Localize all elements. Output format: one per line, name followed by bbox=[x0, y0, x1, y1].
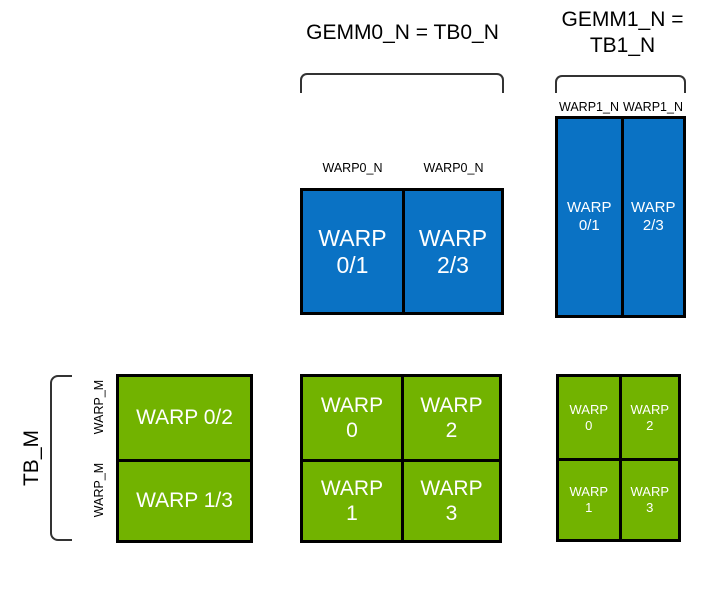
tb-m-span-bracket bbox=[50, 375, 72, 541]
gemm0-warp-cell-2: WARP 2 bbox=[401, 377, 499, 459]
gemm1-accumulator-block: WARP 0/1 WARP 2/3 bbox=[555, 116, 686, 318]
gemm0-acc-cell-warp23: WARP 2/3 bbox=[402, 191, 501, 312]
gemm0-warp-cell-0: WARP 0 bbox=[303, 377, 401, 459]
warp-m-label-top: WARP_M bbox=[92, 379, 106, 435]
gemm0-accumulator-block: WARP 0/1 WARP 2/3 bbox=[300, 188, 504, 315]
gemm1-warp-cell-0: WARP 0 bbox=[559, 377, 619, 458]
gemm0-acc-cell-warp01: WARP 0/1 bbox=[303, 191, 402, 312]
gemm1-span-bracket bbox=[555, 75, 686, 93]
warp1-n-label-a: WARP1_N bbox=[559, 100, 619, 114]
gemm1-warp-cell-2: WARP 2 bbox=[618, 377, 678, 458]
gemm0-title: GEMM0_N = TB0_N bbox=[306, 21, 499, 44]
gemm1-acc-cell-warp01: WARP 0/1 bbox=[558, 119, 621, 315]
tb-m-cell-warp13: WARP 1/3 bbox=[119, 458, 250, 540]
warp-m-label-bottom: WARP_M bbox=[92, 462, 106, 518]
gemm1-acc-cell-warp23: WARP 2/3 bbox=[620, 119, 683, 315]
warp1-n-label-b: WARP1_N bbox=[623, 100, 683, 114]
warp0-n-label-a: WARP0_N bbox=[322, 161, 383, 175]
warp0-n-label-b: WARP0_N bbox=[423, 161, 484, 175]
tb-m-cell-warp02: WARP 0/2 bbox=[119, 377, 250, 459]
gemm0-warp-cell-1: WARP 1 bbox=[303, 458, 401, 540]
gemm1-warp-cell-1: WARP 1 bbox=[559, 458, 619, 539]
tb-m-label: TB_M bbox=[20, 430, 43, 487]
gemm1-warp-grid: WARP 0 WARP 2 WARP 1 WARP 3 bbox=[556, 374, 681, 542]
gemm1-title: GEMM1_N = TB1_N bbox=[561, 8, 684, 57]
gemm0-warp-grid: WARP 0 WARP 2 WARP 1 WARP 3 bbox=[300, 374, 502, 543]
gemm0-span-bracket bbox=[300, 73, 504, 93]
tb-m-operand-block: WARP 0/2 WARP 1/3 bbox=[116, 374, 253, 543]
gemm1-warp-cell-3: WARP 3 bbox=[618, 458, 678, 539]
gemm0-warp-cell-3: WARP 3 bbox=[401, 458, 499, 540]
